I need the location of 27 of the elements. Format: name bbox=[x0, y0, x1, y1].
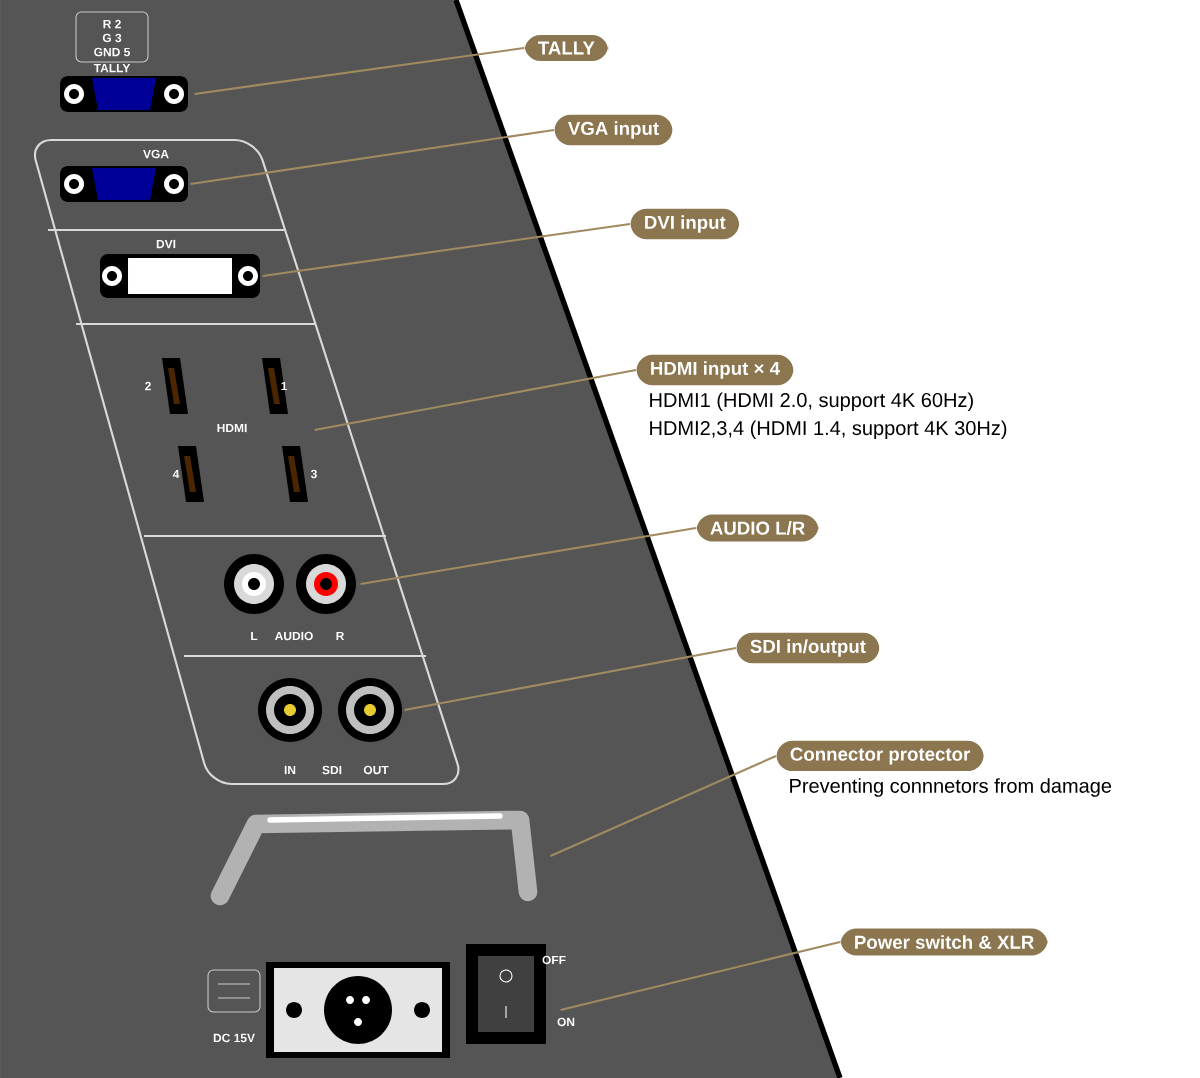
hdmi-connector-drawing bbox=[162, 358, 308, 502]
leader-line bbox=[360, 526, 697, 586]
leader-line bbox=[190, 128, 555, 186]
leader-line bbox=[404, 646, 737, 712]
leader-line bbox=[550, 755, 777, 857]
callout-pill: DVI input bbox=[630, 208, 740, 240]
dvi-connector-drawing bbox=[100, 254, 260, 298]
callout-pill: Power switch & XLR bbox=[840, 928, 1048, 956]
callout-pill: HDMI input × 4 bbox=[636, 354, 794, 386]
leader-line bbox=[314, 368, 637, 432]
vga-connector-drawing bbox=[60, 166, 188, 202]
callout-pill: TALLY bbox=[524, 34, 609, 62]
leader-line bbox=[194, 46, 525, 96]
callout-note: HDMI2,3,4 (HDMI 1.4, support 4K 30Hz) bbox=[650, 420, 1007, 440]
callout-pill: Connector protector bbox=[776, 740, 984, 772]
sdi-connector-drawing bbox=[258, 678, 402, 742]
audio-connector-drawing bbox=[224, 554, 356, 614]
tally-connector-drawing bbox=[60, 76, 188, 112]
callout-pill: VGA input bbox=[554, 114, 673, 146]
callout-pill: SDI in/output bbox=[736, 632, 880, 664]
leader-line bbox=[560, 940, 841, 1011]
callout-note: HDMI1 (HDMI 2.0, support 4K 60Hz) bbox=[650, 392, 973, 412]
callout-pill: AUDIO L/R bbox=[696, 514, 819, 542]
leader-line bbox=[262, 222, 631, 278]
callout-note: Preventing connnetors from damage bbox=[790, 778, 1112, 797]
power-drawing bbox=[266, 944, 546, 1058]
handle-drawing bbox=[210, 810, 538, 906]
